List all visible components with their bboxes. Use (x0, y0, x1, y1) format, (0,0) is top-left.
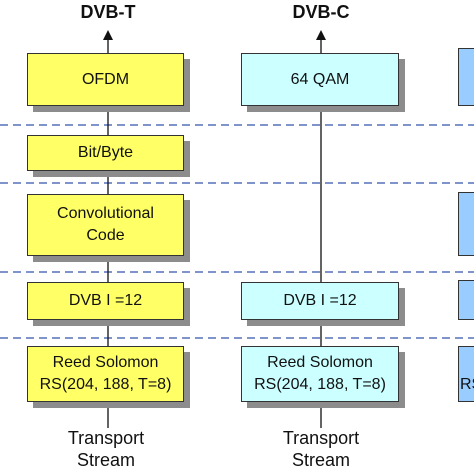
bitbyte-label: Bit/Byte (77, 144, 134, 161)
partial-convolutional-block (458, 192, 474, 256)
dvbt-arrow-head (103, 30, 113, 40)
convolutional-label-line2: Code (86, 227, 125, 244)
dvbc-reed-solomon-block: Reed Solomon RS(204, 188, T=8) (241, 346, 399, 402)
dvbt-footer-line1: Transport (67, 428, 145, 448)
dvbt-title: DVB-T (80, 2, 136, 22)
convolutional-label-line1: Convolutional (57, 205, 154, 222)
dvbt-footer: Transport Stream (36, 427, 176, 471)
dvbt-footer-line2: Stream (76, 450, 136, 470)
ofdm-block: OFDM (27, 53, 184, 106)
partial-interleaver-block (458, 280, 474, 320)
dvbc-interleaver-label: DVB I =12 (283, 292, 357, 309)
dvbc-rs-label-line1: Reed Solomon (267, 354, 373, 371)
dvbt-rs-label-line1: Reed Solomon (52, 354, 159, 371)
convolutional-code-block: Convolutional Code (27, 194, 184, 256)
dvbt-reed-solomon-block: Reed Solomon RS(204, 188, T=8) (27, 346, 184, 402)
ofdm-label: OFDM (81, 70, 130, 88)
dvbc-interleaver-block: DVB I =12 (241, 282, 399, 320)
partial-rs-fragment: RS (460, 376, 474, 393)
dvbc-arrow-head (316, 30, 326, 40)
dvbc-footer: Transport Stream (251, 427, 391, 471)
dvbc-footer-line1: Transport (282, 428, 360, 448)
partial-top-block (458, 48, 474, 106)
dvbc-rs-label-line2: RS(204, 188, T=8) (254, 376, 386, 393)
bitbyte-block: Bit/Byte (27, 135, 184, 171)
dvbc-title: DVB-C (292, 2, 350, 22)
dvbt-interleaver-label: DVB I =12 (68, 292, 143, 309)
dvbc-footer-line2: Stream (291, 450, 351, 470)
dvbt-interleaver-block: DVB I =12 (27, 282, 184, 320)
partial-reed-solomon-block: RS (458, 346, 474, 402)
qam-block: 64 QAM (241, 53, 399, 106)
dvbt-rs-label-line2: RS(204, 188, T=8) (39, 376, 172, 393)
qam-label: 64 QAM (290, 70, 350, 88)
